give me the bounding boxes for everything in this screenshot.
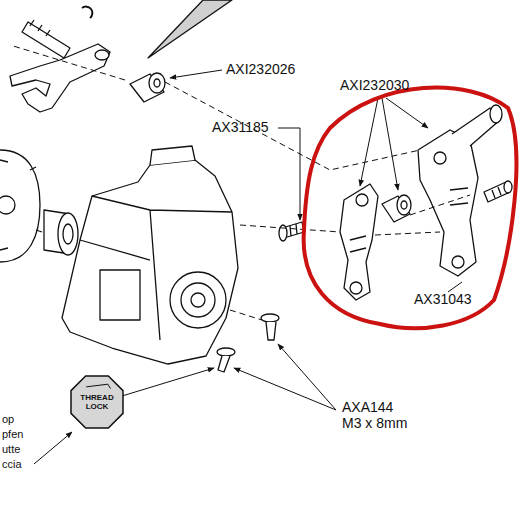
bushing	[130, 74, 164, 102]
screw	[484, 181, 512, 202]
part-number: M3 x 8mm	[342, 416, 407, 431]
note-text: utte	[2, 443, 20, 455]
output-hub	[170, 272, 226, 328]
thread-lock-badge: THREAD LOCK	[70, 375, 124, 429]
part-number: AX31043	[414, 292, 472, 307]
e-clip	[82, 7, 92, 18]
part-number: AX31185	[212, 120, 269, 135]
pointer-wedge	[148, 0, 232, 58]
detent-collar	[382, 196, 410, 222]
note-text: ccia	[2, 458, 22, 470]
badge-text: THREAD LOCK	[80, 393, 114, 411]
gear-case	[62, 160, 238, 364]
assembly-line	[10, 45, 470, 320]
shift-pin	[22, 22, 70, 58]
screw	[261, 314, 279, 340]
part-number: AXI232030	[340, 78, 409, 93]
screw	[217, 348, 235, 372]
shift-bracket	[418, 130, 478, 276]
shift-fork	[10, 44, 110, 112]
part-number: AXA144	[342, 400, 393, 415]
screw	[279, 222, 304, 241]
note-text: op	[2, 413, 14, 425]
leader-line	[34, 70, 462, 464]
highlight-circle	[304, 88, 517, 329]
part-number: AXI232026	[226, 62, 295, 77]
shift-bracket	[340, 184, 378, 300]
note-text: pfen	[2, 428, 23, 440]
